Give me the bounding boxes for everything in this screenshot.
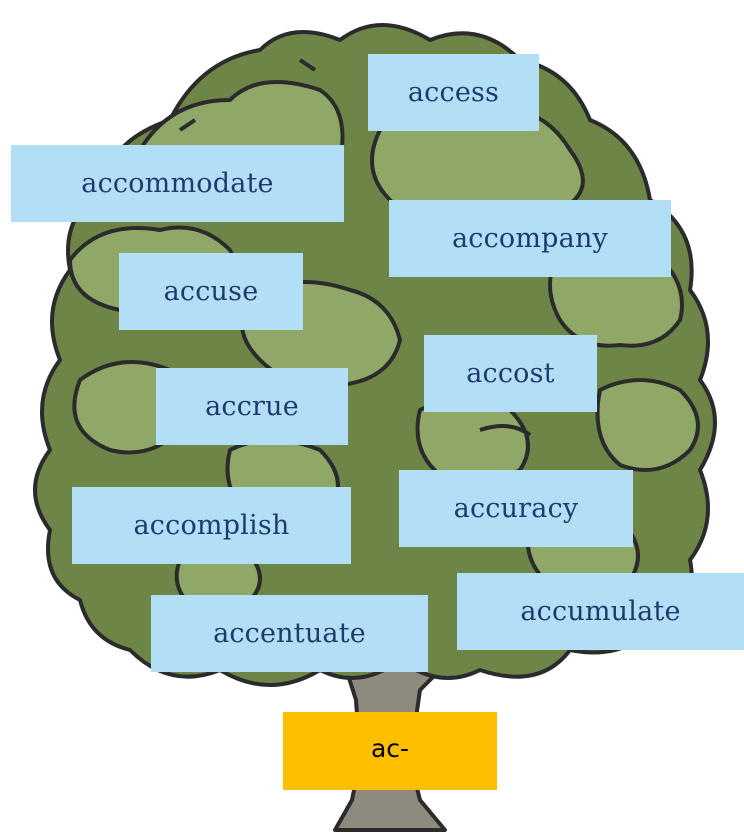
word-label: accost bbox=[466, 358, 555, 389]
word-card-accost: accost bbox=[424, 335, 597, 412]
word-label: accrue bbox=[205, 391, 299, 422]
word-label: accuse bbox=[163, 276, 259, 307]
word-label: accomplish bbox=[133, 510, 290, 541]
word-card-accuracy: accuracy bbox=[399, 470, 633, 547]
word-card-access: access bbox=[368, 54, 539, 131]
word-card-accuse: accuse bbox=[119, 253, 303, 330]
word-label: accumulate bbox=[520, 596, 681, 627]
word-card-accompany: accompany bbox=[389, 200, 671, 277]
word-label: access bbox=[407, 77, 500, 108]
word-card-accomplish: accomplish bbox=[72, 487, 351, 564]
word-label: accommodate bbox=[81, 168, 274, 199]
root-card: ac- bbox=[283, 712, 497, 790]
word-card-accommodate: accommodate bbox=[11, 145, 344, 222]
word-card-accentuate: accentuate bbox=[151, 595, 428, 672]
word-card-accrue: accrue bbox=[156, 368, 348, 445]
root-label: ac- bbox=[370, 733, 410, 763]
word-label: accentuate bbox=[213, 618, 366, 649]
word-label: accompany bbox=[451, 223, 609, 254]
word-label: accuracy bbox=[453, 493, 579, 524]
word-card-accumulate: accumulate bbox=[457, 573, 744, 650]
